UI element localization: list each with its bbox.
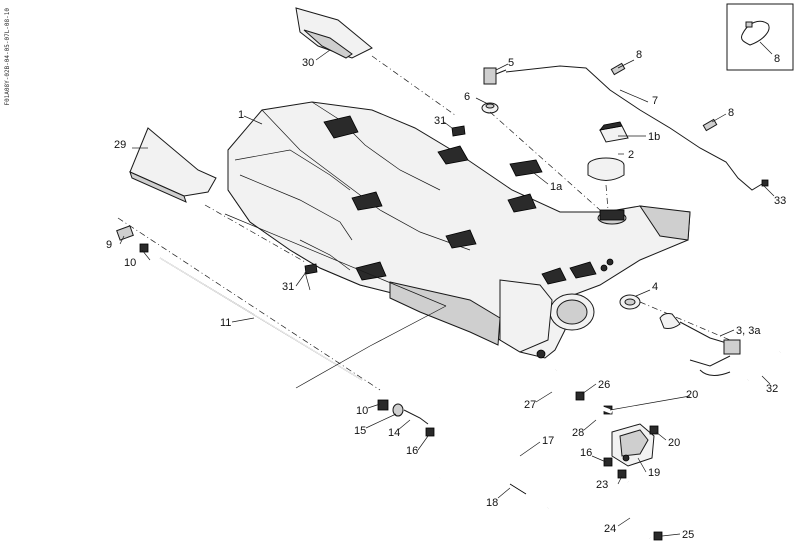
inset-box-clip	[726, 3, 794, 71]
fuel-tank-part-1	[227, 101, 691, 359]
vent-hose-part-7	[505, 65, 763, 191]
clamp-part-16-left	[425, 427, 435, 437]
hose-part-17	[435, 432, 613, 471]
callout-1a: 1a	[550, 181, 563, 193]
callout-15: 15	[354, 425, 366, 437]
clip-part-8-b	[702, 118, 718, 132]
callout-6: 6	[464, 91, 470, 103]
fuel-pump-part-19	[611, 423, 655, 467]
callout-31-upper: 31	[434, 115, 446, 127]
hose-part-24	[626, 481, 652, 540]
clip-part-31-upper	[451, 125, 466, 137]
clip-part-8-a	[610, 62, 626, 76]
fuel-sensor-part-3	[659, 313, 741, 376]
callout-19: 19	[648, 467, 660, 479]
callout-2: 2	[628, 149, 634, 161]
callout-18: 18	[486, 497, 498, 509]
clamp-part-20-right	[649, 425, 659, 435]
callout-10-lower: 10	[356, 405, 368, 417]
callout-20-top: 20	[686, 389, 698, 401]
hose-part-27	[547, 368, 613, 414]
callout-14: 14	[388, 427, 400, 439]
callout-labels: 1 1a 1b 2 3, 3a 4 5 6 7 8 8 8 9 10 10 11…	[106, 49, 786, 541]
callout-8-middle: 8	[728, 107, 734, 119]
clamp-part-25	[653, 531, 663, 541]
fuel-cap-part-2	[587, 157, 625, 211]
callout-5: 5	[508, 57, 514, 69]
clip-part-31-lower	[304, 263, 318, 291]
pad-part-1b	[599, 121, 629, 143]
callout-29: 29	[114, 139, 126, 151]
fitting-part-14	[403, 409, 429, 425]
grommet-part-6	[481, 102, 601, 211]
nut-part-10-upper	[139, 243, 149, 253]
callout-26: 26	[598, 379, 610, 391]
callout-1: 1	[238, 109, 244, 121]
callout-24: 24	[604, 523, 616, 535]
callout-16-left: 16	[406, 445, 418, 457]
nut-part-10-lower	[377, 399, 389, 411]
pad-part-1a	[509, 159, 543, 177]
callout-1b: 1b	[648, 131, 660, 143]
heat-shield-part-30	[295, 7, 456, 116]
callout-4: 4	[652, 281, 658, 293]
assembly-bracket-lines	[224, 213, 447, 389]
vent-valve-part-5	[483, 67, 507, 85]
callout-28: 28	[572, 427, 584, 439]
fuel-line-part-11	[117, 217, 381, 391]
callout-11: 11	[220, 317, 231, 329]
callout-20-right: 20	[668, 437, 680, 449]
callout-16-right: 16	[580, 447, 592, 459]
callout-32: 32	[766, 383, 778, 395]
fitting-part-15	[392, 403, 404, 417]
callout-9: 9	[106, 239, 112, 251]
clamp-part-23	[617, 469, 627, 479]
callout-23: 23	[596, 479, 608, 491]
fitting-part-9	[116, 225, 134, 241]
callout-25: 25	[682, 529, 694, 541]
clamp-part-16-right	[603, 457, 613, 467]
callout-30: 30	[302, 57, 314, 69]
callout-10-upper: 10	[124, 257, 136, 269]
grommet-part-4	[619, 294, 731, 341]
callout-33: 33	[774, 195, 786, 207]
callout-8-inset: 8	[774, 53, 780, 65]
panel-part-29	[129, 127, 306, 263]
hose-part-18	[439, 474, 554, 510]
callout-17: 17	[542, 435, 554, 447]
callout-8-top: 8	[636, 49, 642, 61]
connector-part-33	[761, 179, 769, 187]
callout-27: 27	[524, 399, 536, 411]
callout-31-lower: 31	[282, 281, 294, 293]
callout-leaders	[119, 49, 775, 537]
hose-part-32	[747, 350, 781, 382]
clamp-part-26	[575, 391, 585, 401]
callout-3-3a: 3, 3a	[736, 325, 761, 337]
callout-7: 7	[652, 95, 658, 107]
